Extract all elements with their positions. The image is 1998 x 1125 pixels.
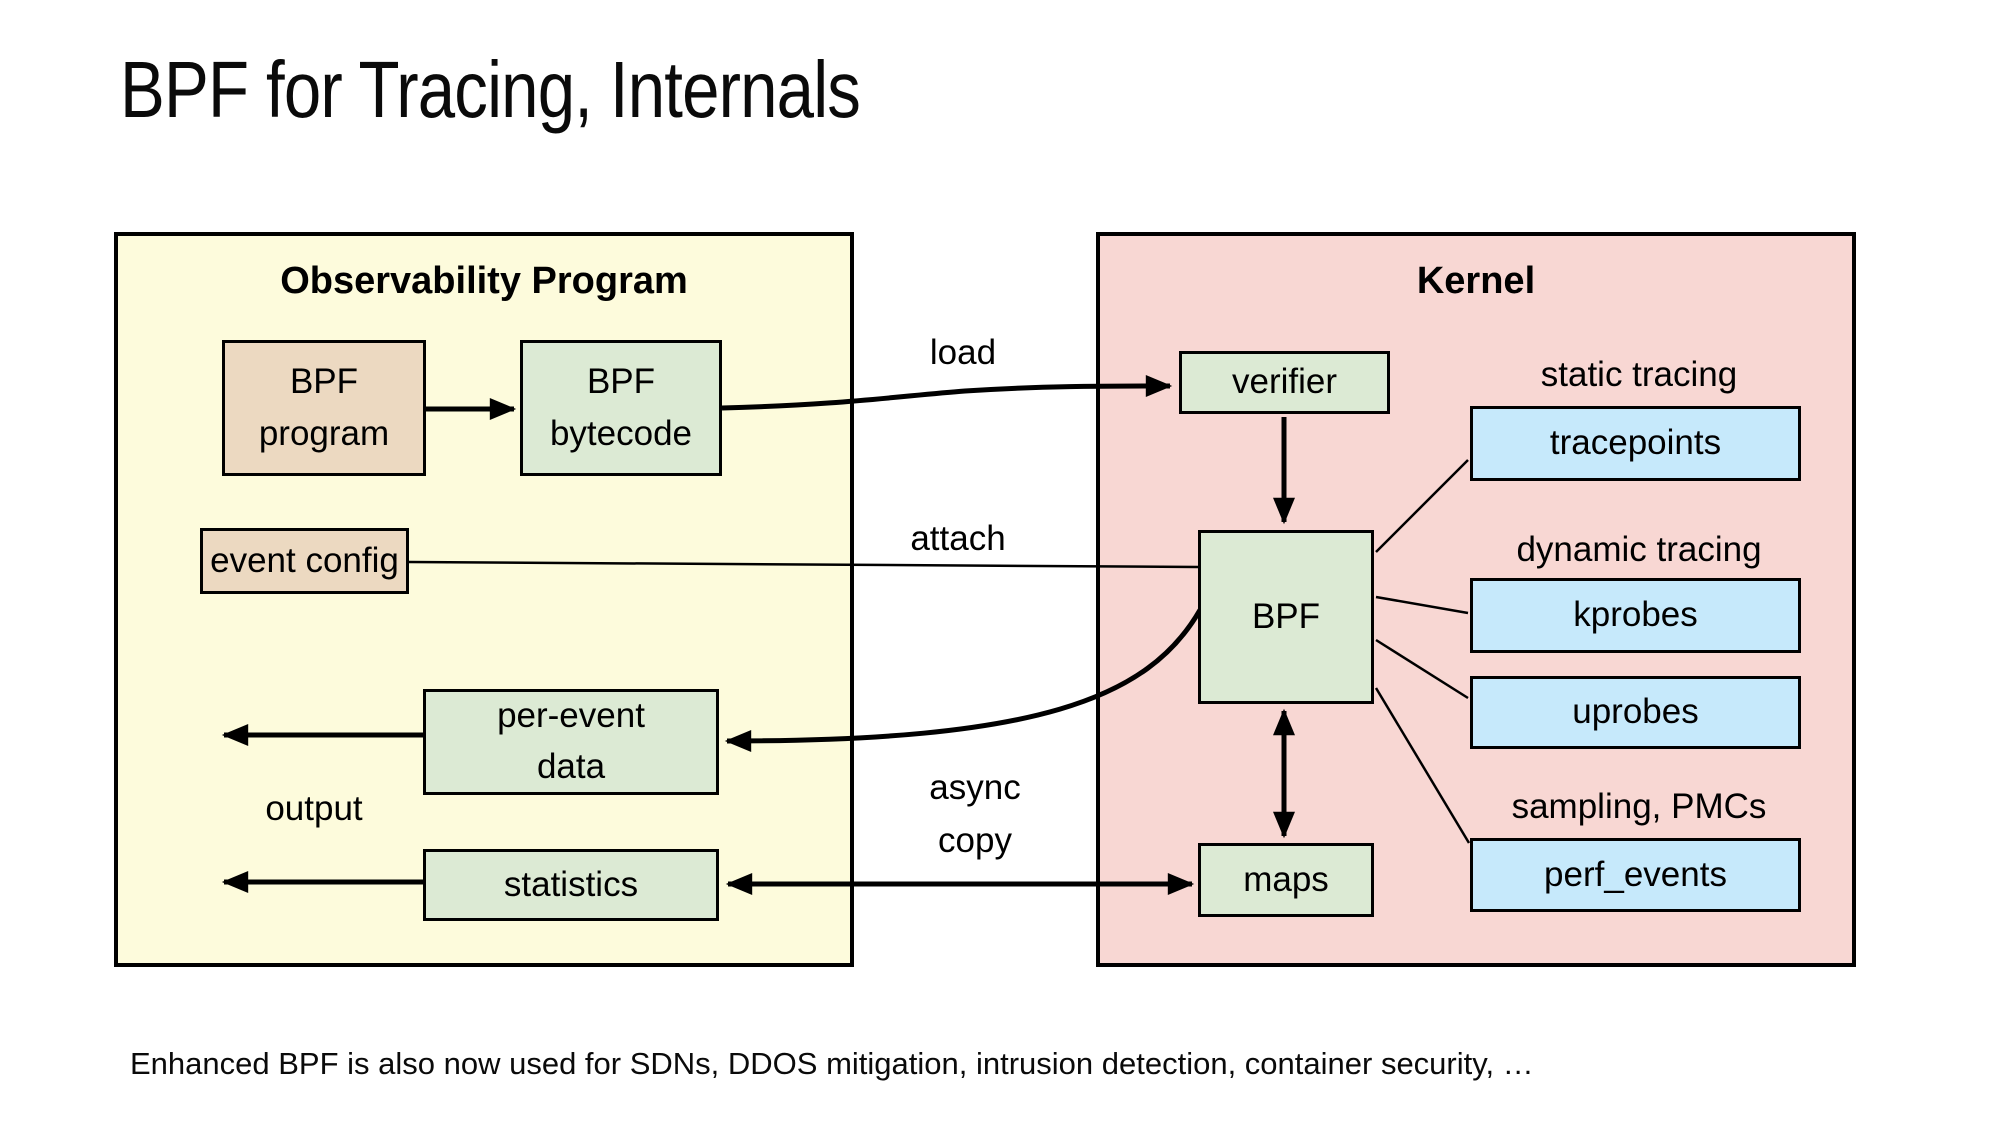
node-maps: maps <box>1198 843 1374 917</box>
node-bpf-bytecode: BPF bytecode <box>520 340 722 476</box>
node-perf-events: perf_events <box>1470 838 1801 912</box>
node-verifier: verifier <box>1179 351 1390 414</box>
label-output: output <box>265 789 363 828</box>
label-async: async <box>929 768 1021 807</box>
label-load: load <box>929 333 997 372</box>
observability-program-title: Observability Program <box>280 260 688 302</box>
label-attach: attach <box>910 519 1006 558</box>
node-kprobes: kprobes <box>1470 578 1801 653</box>
node-per-event-line1: per-event <box>497 696 645 736</box>
node-bpf-program-line2: program <box>258 414 390 453</box>
footer-note: Enhanced BPF is also now used for SDNs, … <box>130 1046 1534 1081</box>
node-per-event-line2: data <box>536 747 606 786</box>
node-uprobes: uprobes <box>1470 676 1801 749</box>
label-static-tracing: static tracing <box>1540 355 1738 394</box>
node-bpf-program-line1: BPF <box>289 361 359 401</box>
node-bpf-bytecode-line2: bytecode <box>549 414 693 453</box>
node-per-event-data: per-event data <box>423 689 719 795</box>
node-statistics: statistics <box>423 849 719 921</box>
node-bpf-bytecode-line1: BPF <box>586 361 656 401</box>
label-async-copy: async copy <box>895 762 1055 867</box>
node-event-config: event config <box>200 528 409 594</box>
kernel-title: Kernel <box>1416 260 1536 302</box>
node-tracepoints: tracepoints <box>1470 406 1801 481</box>
page-title: BPF for Tracing, Internals <box>120 45 861 134</box>
label-dynamic-tracing: dynamic tracing <box>1516 530 1762 569</box>
label-sampling-pmcs: sampling, PMCs <box>1511 787 1767 826</box>
label-copy: copy <box>938 820 1012 860</box>
node-bpf: BPF <box>1198 530 1374 704</box>
node-bpf-program: BPF program <box>222 340 426 476</box>
